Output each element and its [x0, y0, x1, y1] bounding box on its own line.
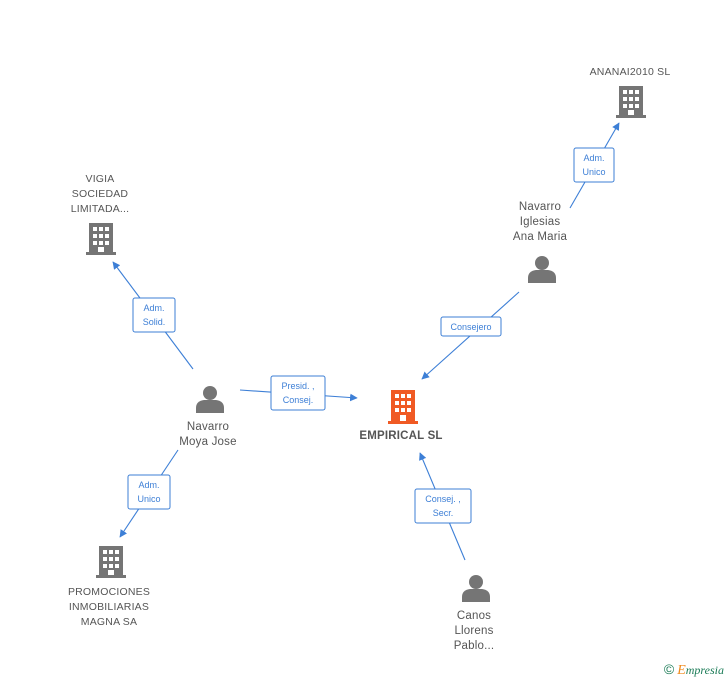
edge-label-line: Adm.: [138, 480, 159, 490]
brand-logo-initial: E: [677, 663, 686, 678]
edge-label-presid-consej[interactable]: Presid. , Consej.: [270, 375, 326, 411]
node-navarro-iglesias[interactable]: Navarro Iglesias Ana Maria: [513, 201, 568, 283]
edge-label-consejero[interactable]: Consejero: [440, 316, 502, 337]
person-icon: [528, 256, 556, 283]
node-label: Llorens: [454, 625, 493, 637]
building-icon: [388, 390, 418, 424]
node-label: EMPIRICAL SL: [359, 430, 442, 442]
building-icon: [616, 86, 646, 118]
node-empirical[interactable]: EMPIRICAL SL: [359, 390, 442, 442]
edge-label-line: Secr.: [433, 508, 454, 518]
person-icon: [462, 575, 490, 602]
edge-label-consej-secr[interactable]: Consej. , Secr.: [414, 488, 472, 524]
node-label: INMOBILIARIAS: [69, 601, 149, 613]
edge-label-line: Consej. ,: [425, 494, 461, 504]
edge-label-adm-solid[interactable]: Adm. Solid.: [132, 297, 176, 333]
edge-label-line: Adm.: [143, 303, 164, 313]
node-label: PROMOCIONES: [68, 586, 150, 598]
edge-label-line: Adm.: [583, 153, 604, 163]
node-canos[interactable]: Canos Llorens Pablo...: [454, 575, 495, 652]
node-navarro-moya[interactable]: Navarro Moya Jose: [179, 386, 237, 448]
edge-label-line: Solid.: [143, 317, 166, 327]
node-label: ANANAI2010 SL: [590, 66, 671, 78]
node-label: Moya Jose: [179, 436, 236, 448]
node-promociones[interactable]: PROMOCIONES INMOBILIARIAS MAGNA SA: [68, 546, 150, 628]
person-icon: [196, 386, 224, 413]
node-label: Iglesias: [520, 216, 561, 228]
node-label: Canos: [457, 610, 491, 622]
edge-label-adm-unico-ananai[interactable]: Adm. Unico: [573, 147, 615, 183]
node-label: Navarro: [519, 201, 561, 213]
node-label: Pablo...: [454, 640, 495, 652]
brand-logo-text: mpresia: [685, 663, 724, 677]
building-icon: [96, 546, 126, 578]
edge-label-line: Presid. ,: [281, 381, 314, 391]
copyright-icon: ©: [663, 661, 675, 677]
node-label: Ana Maria: [513, 231, 568, 243]
node-label: LIMITADA...: [71, 203, 130, 215]
edge-label-line: Unico: [582, 167, 605, 177]
edge-label-line: Consej.: [283, 395, 314, 405]
building-icon: [86, 223, 116, 255]
node-ananai2010[interactable]: ANANAI2010 SL: [590, 66, 671, 118]
edge-label-line: Unico: [137, 494, 160, 504]
node-label: Navarro: [187, 421, 229, 433]
node-label: MAGNA SA: [81, 616, 137, 628]
node-vigia[interactable]: VIGIA SOCIEDAD LIMITADA...: [71, 173, 130, 255]
node-label: SOCIEDAD: [72, 188, 129, 200]
node-label: VIGIA: [85, 173, 114, 185]
brand-footer: ©Empresia: [664, 661, 724, 679]
edge-label-line: Consejero: [450, 322, 491, 332]
edge-label-adm-unico-promo[interactable]: Adm. Unico: [127, 474, 171, 510]
